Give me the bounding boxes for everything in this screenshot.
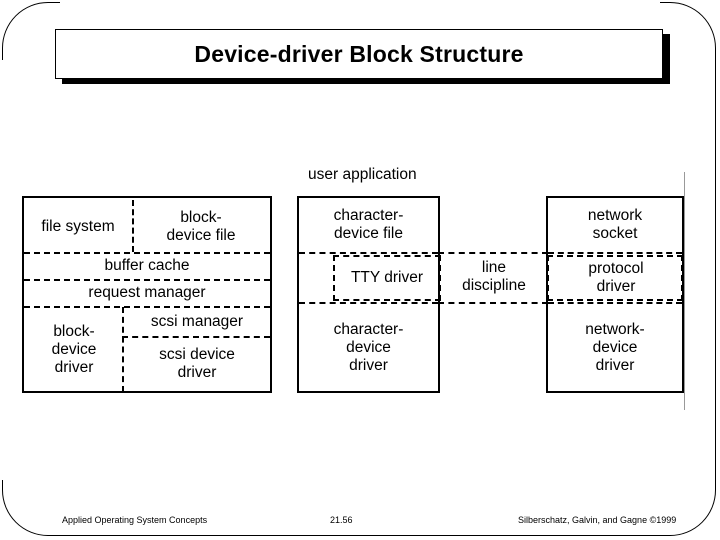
cell-character-device-file-label: character- device file bbox=[333, 207, 404, 242]
cell-scsi-device-driver: scsi device driver bbox=[124, 337, 270, 391]
cell-tty-driver: TTY driver bbox=[333, 255, 441, 301]
divider-filesystem-blockdevicefile bbox=[132, 200, 134, 252]
tty-driver-box bbox=[333, 255, 441, 301]
label-user-application: user application bbox=[308, 166, 417, 183]
cell-request-manager-label: request manager bbox=[88, 284, 206, 301]
frame-mask-top bbox=[60, 0, 660, 4]
frame-mask-right bbox=[716, 60, 720, 480]
cell-character-device-driver: character- device driver bbox=[299, 305, 438, 391]
cell-character-device-file: character- device file bbox=[299, 198, 438, 252]
cell-buffer-cache-label: buffer cache bbox=[104, 257, 190, 274]
cell-protocol-driver: protocol driver bbox=[550, 255, 682, 301]
footer-page-number: 21.56 bbox=[330, 515, 353, 525]
cell-scsi-manager-label: scsi manager bbox=[150, 313, 244, 330]
divider-below-protocol-driver bbox=[548, 302, 682, 304]
figure-right-rule bbox=[684, 172, 685, 410]
cell-tty-driver-label: TTY driver bbox=[350, 269, 424, 286]
footer-book-title: Applied Operating System Concepts bbox=[62, 515, 208, 525]
protocol-driver-box bbox=[547, 255, 683, 301]
divider-above-protocol-driver bbox=[548, 252, 682, 254]
divider-blockdriver-scsi bbox=[122, 307, 124, 392]
divider-above-request-manager bbox=[24, 279, 270, 281]
cell-file-system-label: file system bbox=[41, 218, 115, 235]
cell-network-device-driver-label: network- device driver bbox=[585, 321, 645, 374]
cell-block-device-driver: block- device driver bbox=[26, 308, 122, 391]
cell-network-socket-label: network socket bbox=[587, 207, 643, 242]
footer-copyright: Silberschatz, Galvin, and Gagne ©1999 bbox=[518, 515, 677, 525]
cell-scsi-device-driver-label: scsi device driver bbox=[159, 346, 235, 381]
title-box: Device-driver Block Structure bbox=[55, 29, 663, 79]
line-discipline-bottom-rule bbox=[438, 302, 548, 304]
frame-mask-left bbox=[0, 60, 4, 480]
divider-above-drivers bbox=[24, 306, 270, 308]
device-driver-block-diagram: user application file system block- devi… bbox=[18, 160, 686, 410]
cell-block-device-driver-label: block- device driver bbox=[51, 322, 97, 376]
divider-below-tty-driver bbox=[299, 302, 438, 304]
slide-footer: Applied Operating System Concepts 21.56 … bbox=[0, 512, 720, 532]
divider-scsimanager-scsidriver bbox=[122, 336, 270, 338]
network-device-stack bbox=[546, 196, 684, 393]
divider-above-buffer-cache bbox=[24, 252, 270, 254]
cell-network-device-driver: network- device driver bbox=[548, 305, 682, 391]
divider-above-tty-driver bbox=[299, 252, 438, 254]
cell-character-device-driver-label: character- device driver bbox=[333, 321, 404, 374]
cell-network-socket: network socket bbox=[548, 198, 682, 252]
cell-request-manager: request manager bbox=[24, 280, 270, 306]
cell-scsi-manager: scsi manager bbox=[124, 308, 270, 336]
cell-file-system: file system bbox=[26, 200, 130, 254]
cell-buffer-cache: buffer cache bbox=[24, 253, 270, 279]
cell-protocol-driver-label: protocol driver bbox=[588, 260, 644, 295]
label-line-discipline: line discipline bbox=[442, 253, 546, 301]
cell-block-device-file-label: block- device file bbox=[166, 209, 236, 244]
block-device-stack bbox=[22, 196, 272, 393]
page-title: Device-driver Block Structure bbox=[194, 40, 524, 67]
label-line-discipline-text: line discipline bbox=[462, 259, 526, 294]
line-discipline-top-rule bbox=[438, 252, 548, 254]
cell-block-device-file: block- device file bbox=[134, 200, 268, 254]
